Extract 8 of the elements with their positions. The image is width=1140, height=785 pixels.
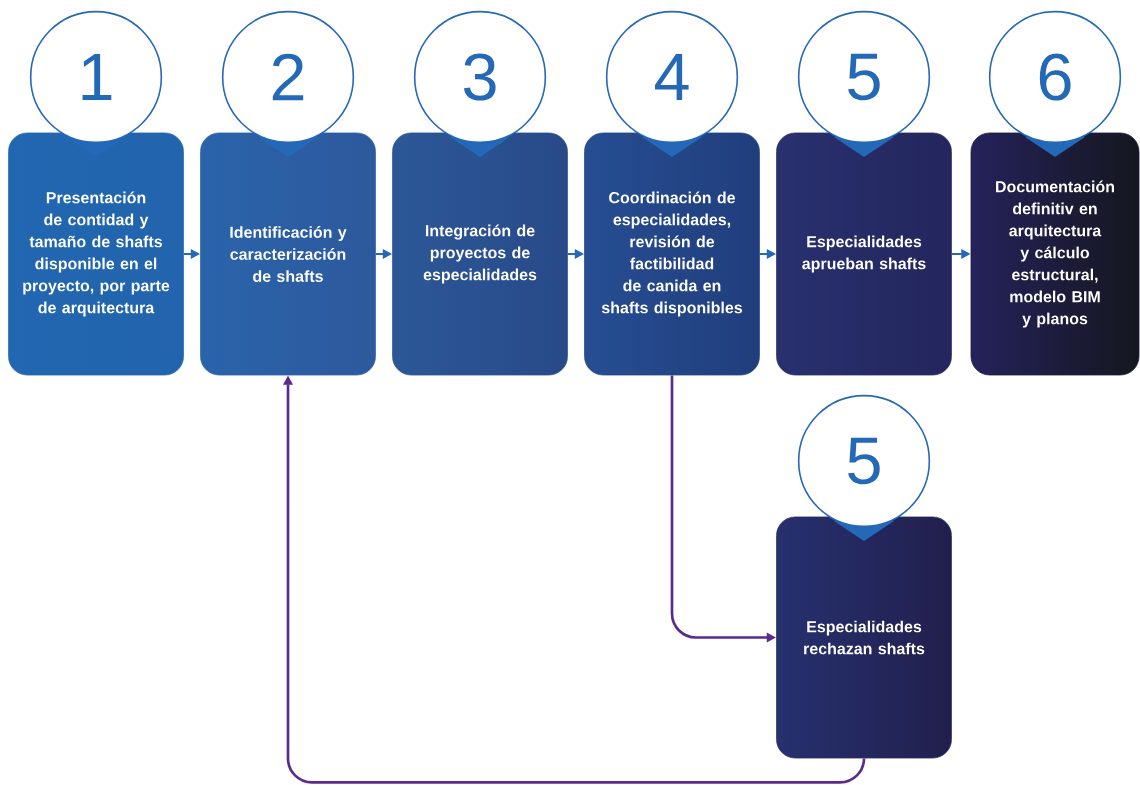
- step-box: Identificación y caracterización de shafts: [200, 132, 376, 376]
- step-box: Presentación de contidad y tamaño de shafts disponible en el proyecto, por parte de arquitectura: [8, 132, 184, 376]
- step-box: Integración de proyectos de especialidades: [392, 132, 568, 376]
- step-box: Especialidades rechazan shafts: [776, 516, 952, 759]
- step-box: Coordinación de especialidades, revisión de factibilidad de canida en shafts disponibles: [584, 132, 760, 376]
- step-box: Especialidades aprueban shafts: [776, 132, 952, 376]
- node-label: 6: [1039, 53, 1071, 101]
- step-box: Documentación definitiv en arquitectura y cálculo estructural, modelo BIM y planos: [970, 132, 1140, 376]
